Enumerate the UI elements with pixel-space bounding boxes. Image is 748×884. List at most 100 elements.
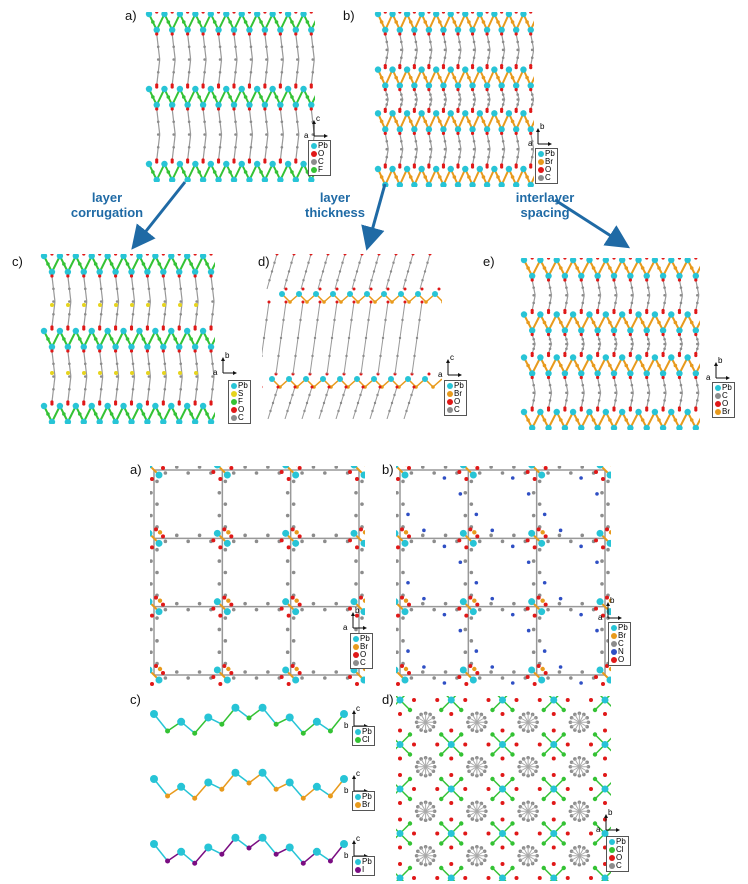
- O-atom: [594, 470, 598, 474]
- halide-chain-I: [150, 830, 350, 875]
- O-atom: [603, 756, 607, 761]
- O-atom: [485, 88, 489, 92]
- N-atom: [595, 628, 599, 633]
- O-atom: [154, 664, 158, 668]
- panel-label: a): [130, 462, 142, 477]
- Pb-atom: [627, 370, 634, 377]
- O-atom: [66, 274, 70, 278]
- C-atom: [359, 393, 362, 397]
- C-atom: [211, 375, 214, 378]
- S-atom: [98, 303, 102, 307]
- C-atom: [285, 582, 290, 586]
- Pb-atom: [422, 376, 428, 382]
- C-atom: [217, 559, 222, 563]
- O-atom: [309, 83, 313, 87]
- O-atom: [500, 862, 505, 866]
- O-atom: [435, 742, 440, 747]
- Pb-atom: [396, 26, 404, 34]
- Pb-atom: [550, 830, 558, 837]
- Pb-atom: [398, 291, 404, 297]
- S-atom: [98, 371, 102, 375]
- Pb-atom: [285, 713, 294, 722]
- C-atom: [203, 145, 206, 149]
- Br-atom: [559, 363, 563, 368]
- O-atom: [601, 477, 605, 481]
- C-atom: [400, 40, 403, 44]
- C-atom: [285, 513, 290, 518]
- C-atom: [187, 145, 191, 149]
- C-atom: [458, 56, 461, 60]
- Cl-atom: [439, 796, 444, 802]
- C-atom: [597, 399, 601, 402]
- bond: [476, 810, 482, 820]
- C-atom: [679, 347, 683, 351]
- C-atom: [516, 93, 519, 96]
- C-atom: [83, 300, 87, 303]
- Pb-atom: [199, 176, 207, 182]
- O-atom: [412, 787, 416, 791]
- O-atom: [596, 332, 600, 337]
- Pb-atom: [120, 402, 127, 410]
- bond: [579, 806, 588, 812]
- O-atom: [232, 158, 236, 162]
- Pb-atom: [569, 311, 577, 318]
- N-atom: [442, 612, 447, 617]
- O-atom: [470, 163, 475, 167]
- Br-atom: [219, 786, 225, 792]
- C-atom: [218, 120, 222, 124]
- C-atom: [409, 676, 414, 680]
- C-atom: [303, 409, 306, 413]
- bond: [527, 766, 537, 772]
- O-atom: [437, 287, 441, 291]
- bond: [527, 810, 534, 820]
- O-atom: [601, 613, 605, 618]
- Pb-atom: [483, 26, 491, 34]
- bond: [571, 855, 580, 861]
- O-atom: [565, 698, 570, 702]
- C-atom: [231, 676, 236, 680]
- O-atom: [216, 158, 221, 162]
- Pb-atom: [150, 466, 153, 469]
- Pb-atom: [284, 12, 292, 18]
- O-atom: [514, 107, 518, 111]
- Pb-atom: [277, 176, 284, 182]
- Br-atom: [575, 363, 579, 368]
- Pb-atom: [594, 370, 601, 377]
- legend-label: C: [722, 391, 728, 400]
- arrow-label: interlayer spacing: [515, 190, 575, 220]
- C-atom: [265, 133, 268, 136]
- C-atom: [385, 139, 389, 143]
- Pb-atom: [184, 26, 191, 34]
- C-atom: [300, 607, 304, 612]
- Pb-atom: [469, 181, 476, 187]
- axis-label-horizontal: a: [596, 825, 601, 834]
- Cl-atom: [510, 776, 515, 782]
- C-atom: [469, 502, 474, 506]
- C-atom: [646, 293, 650, 297]
- O-atom: [155, 32, 159, 36]
- C-atom: [147, 312, 151, 316]
- Br-atom: [510, 175, 515, 179]
- Pb-atom: [136, 254, 143, 260]
- C-atom: [311, 354, 314, 358]
- C-atom: [580, 670, 585, 674]
- bond: [574, 847, 580, 856]
- O-atom: [286, 613, 291, 618]
- O-atom: [297, 466, 302, 470]
- Pb-atom: [48, 343, 56, 351]
- C-atom: [423, 270, 427, 273]
- S-atom: [194, 303, 198, 307]
- O-atom: [427, 163, 431, 167]
- Br-atom: [496, 75, 500, 80]
- N-atom: [510, 544, 515, 549]
- bond: [476, 850, 485, 857]
- Br-atom: [408, 20, 413, 24]
- Br-atom: [608, 266, 612, 270]
- panel-label: b): [382, 462, 394, 477]
- legend-swatch: [611, 657, 617, 663]
- legend-label: C: [454, 405, 460, 414]
- O-atom: [318, 287, 322, 291]
- C-atom: [231, 539, 236, 544]
- C-atom: [385, 93, 389, 96]
